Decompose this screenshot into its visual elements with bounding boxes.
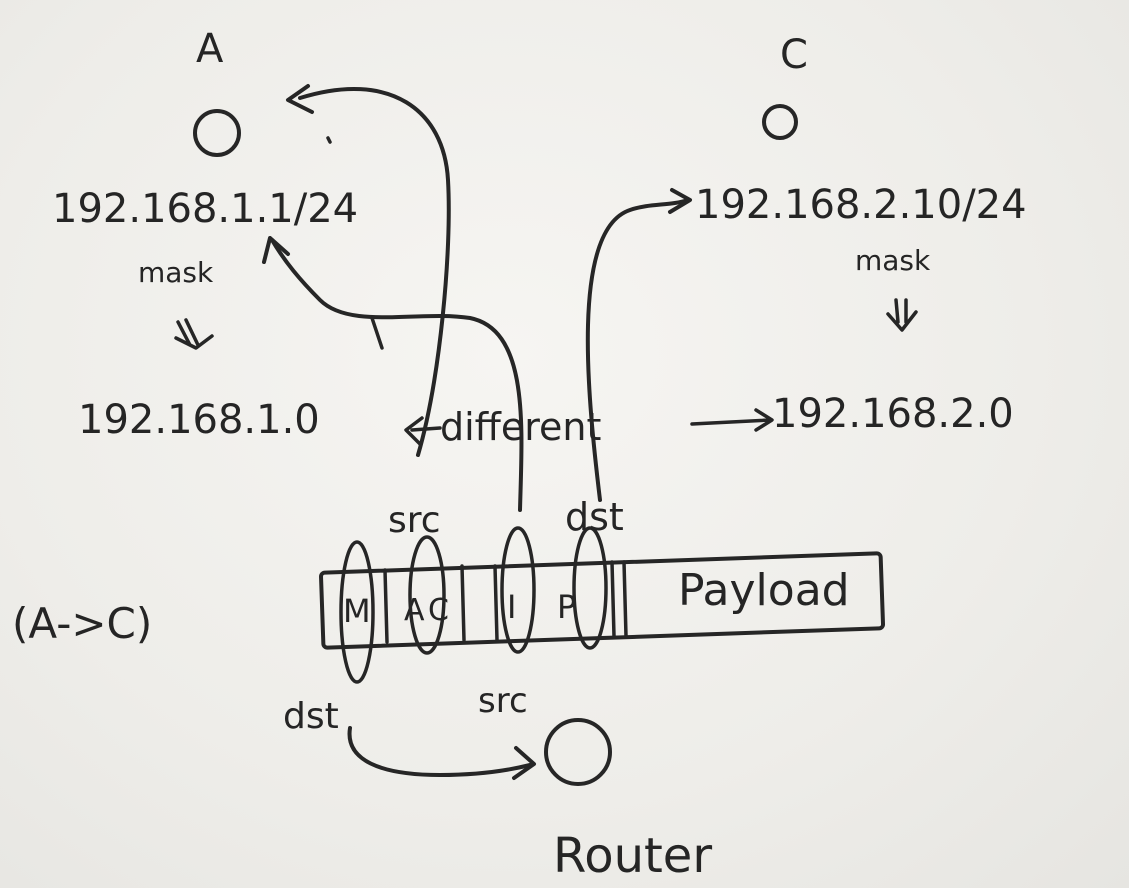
node-a-circle	[193, 109, 241, 157]
router-arrowhead-icon	[512, 746, 536, 780]
c-ip-arrowhead-icon	[668, 188, 692, 214]
node-a-network: 192.168.1.0	[78, 397, 320, 443]
packet-field-c: C	[428, 593, 449, 628]
a-ip-arrowhead-icon	[262, 236, 290, 264]
packet-dst-bottom-label: dst	[283, 696, 339, 737]
packet-field-i: I	[507, 588, 516, 626]
packet-field-dividers	[383, 560, 628, 644]
tick-mark-small	[326, 136, 332, 144]
node-c-label: C	[780, 32, 808, 78]
node-a-mask-label: mask	[138, 256, 214, 289]
packet-field-m: M	[343, 592, 371, 630]
node-c-mask-label: mask	[855, 244, 931, 277]
node-a-label: A	[196, 26, 224, 72]
packet-field-p: P	[557, 588, 576, 626]
packet-src-top-label: src	[388, 500, 441, 541]
node-a-ip: 192.168.1.1/24	[52, 186, 358, 232]
packet-direction: (A->C)	[12, 599, 152, 648]
src-ip-to-a-ip-connector	[270, 238, 524, 512]
packet-box	[319, 551, 886, 650]
node-c-ip: 192.168.2.10/24	[695, 182, 1027, 228]
node-c-down-arrow-icon	[886, 298, 918, 332]
node-c-network: 192.168.2.0	[772, 391, 1014, 437]
packet-field-a: A	[404, 593, 425, 628]
src-mac-to-node-a-connector	[298, 87, 451, 457]
comparison-arrow-right-icon	[690, 408, 774, 432]
packet-payload: Payload	[678, 565, 850, 616]
dst-mac-to-router-connector	[347, 726, 532, 777]
packet-field-highlights	[339, 526, 608, 684]
router-circle	[544, 718, 612, 786]
packet-src-bottom-label: src	[478, 681, 528, 721]
node-a-arrowhead-icon	[286, 84, 314, 114]
tick-mark	[370, 316, 384, 350]
node-c-circle	[762, 104, 798, 140]
dst-ip-to-c-ip-connector	[585, 198, 690, 502]
packet-dst-top-label: dst	[565, 495, 624, 539]
node-a-down-arrow-icon	[174, 318, 214, 350]
router-label: Router	[553, 828, 712, 884]
